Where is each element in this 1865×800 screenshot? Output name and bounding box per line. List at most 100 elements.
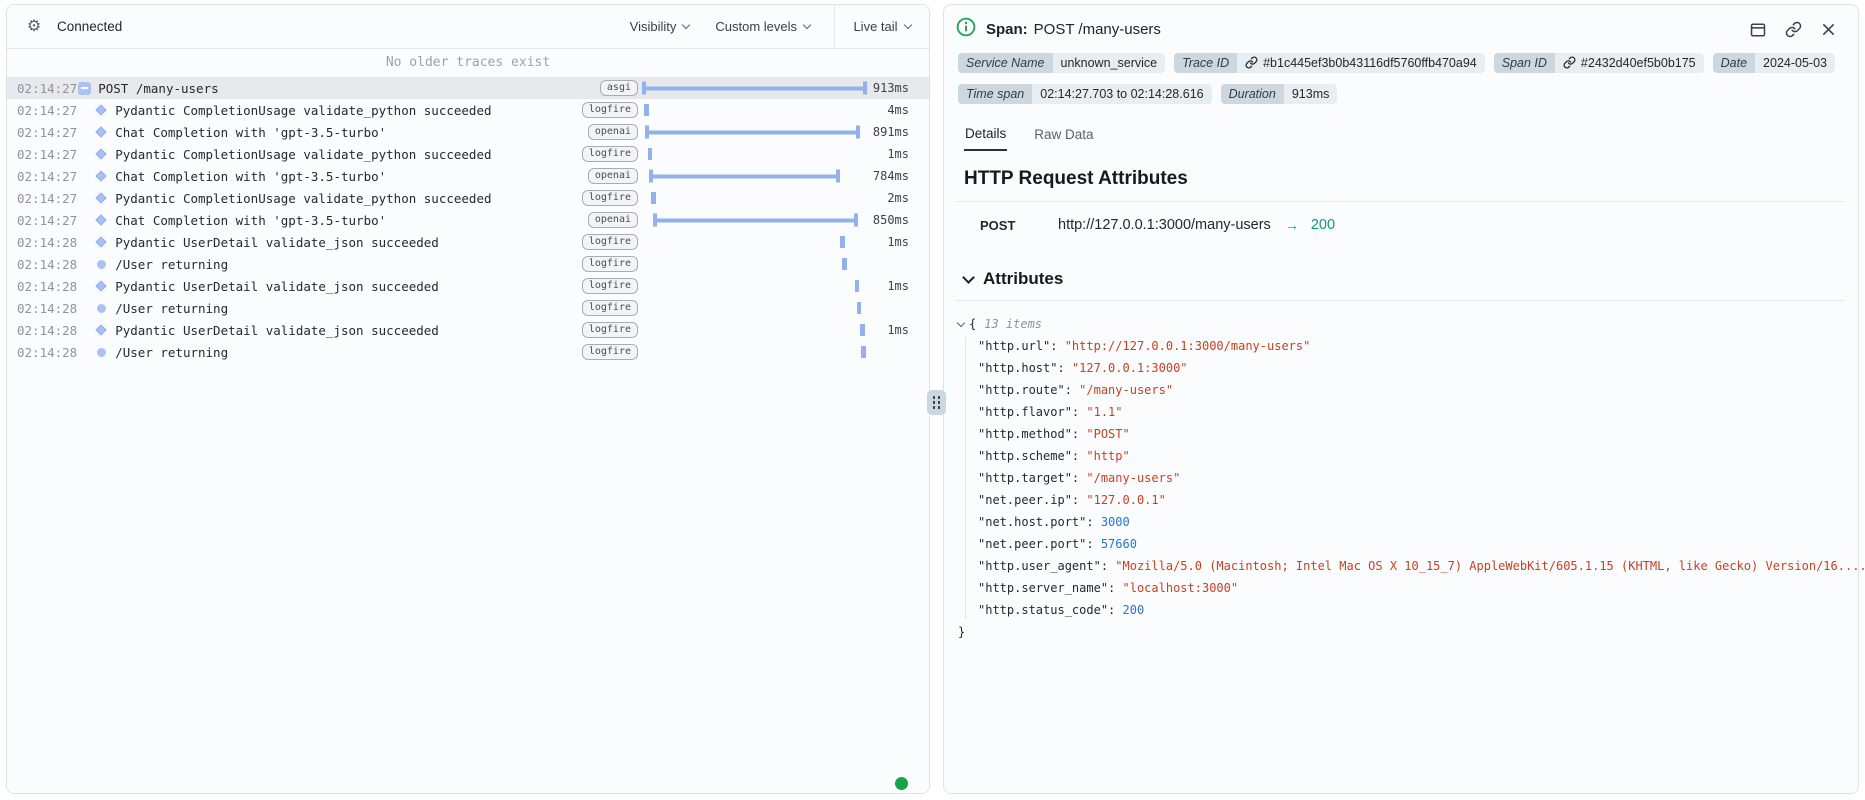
trace-timestamp: 02:14:28 bbox=[17, 300, 78, 316]
trace-timestamp: 02:14:28 bbox=[17, 256, 78, 272]
scope-tag: logfire bbox=[581, 234, 638, 250]
split-panel-icon[interactable] bbox=[1748, 20, 1768, 40]
trace-timestamp: 02:14:28 bbox=[17, 234, 78, 250]
meta-badge[interactable]: Span ID#2432d40ef5b0b175 bbox=[1493, 53, 1704, 73]
trace-timestamp: 02:14:27 bbox=[17, 124, 78, 140]
json-string-value: "POST" bbox=[1086, 427, 1130, 441]
section-divider bbox=[956, 201, 1844, 202]
diamond-icon bbox=[94, 213, 108, 227]
scope-tag: asgi bbox=[599, 80, 638, 96]
trace-timestamp: 02:14:28 bbox=[17, 322, 78, 338]
trace-duration-bar bbox=[642, 143, 867, 165]
json-number-value: 200 bbox=[1122, 603, 1145, 617]
json-entry: "http.host": "127.0.0.1:3000" bbox=[978, 361, 1188, 375]
json-string-value: "127.0.0.1:3000" bbox=[1071, 361, 1188, 375]
scope-tag: logfire bbox=[581, 278, 638, 294]
trace-label: Pydantic UserDetail validate_json succee… bbox=[115, 322, 439, 338]
chevron-down-icon bbox=[682, 20, 691, 30]
close-icon[interactable] bbox=[1818, 20, 1838, 40]
custom-levels-dropdown[interactable]: Custom levels bbox=[715, 19, 812, 34]
link-icon bbox=[1245, 56, 1258, 69]
trace-duration-text: 784ms bbox=[872, 169, 909, 183]
json-entry: "http.server_name": "localhost:3000" bbox=[978, 581, 1239, 595]
trace-timestamp: 02:14:27 bbox=[17, 80, 78, 96]
tab-details[interactable]: Details bbox=[964, 126, 1008, 151]
json-key: "http.method" bbox=[978, 427, 1072, 441]
diamond-icon bbox=[94, 235, 108, 249]
badge-value: 2024-05-03 bbox=[1755, 53, 1835, 73]
trace-duration-bar bbox=[642, 319, 867, 341]
trace-timestamp: 02:14:28 bbox=[17, 278, 78, 294]
trace-duration-bar bbox=[642, 187, 867, 209]
json-key: "net.host.port" bbox=[978, 515, 1087, 529]
json-root-toggle[interactable]: { 13 items bbox=[956, 313, 1844, 335]
span-title: Span:POST /many-users bbox=[986, 21, 1161, 38]
trace-duration-bar bbox=[642, 99, 867, 121]
scope-tag: logfire bbox=[581, 190, 638, 206]
json-key: "net.peer.port" bbox=[978, 537, 1087, 551]
json-entry: "http.method": "POST" bbox=[978, 427, 1130, 441]
trace-duration-bar bbox=[642, 231, 867, 253]
live-tail-dropdown[interactable]: Live tail bbox=[853, 19, 912, 34]
badge-label: Span ID bbox=[1493, 53, 1555, 73]
meta-badge[interactable]: Trace ID#b1c445ef3b0b43116df5760ffb470a9… bbox=[1174, 53, 1485, 73]
badge-label: Date bbox=[1712, 53, 1756, 73]
trace-row[interactable]: 02:14:28 Pydantic UserDetail validate_jso… bbox=[7, 275, 929, 297]
json-entry: "http.scheme": "http" bbox=[978, 449, 1130, 463]
trace-timestamp: 02:14:27 bbox=[17, 168, 78, 184]
json-number-value: 57660 bbox=[1100, 537, 1137, 551]
json-entry: "http.status_code": 200 bbox=[978, 603, 1145, 617]
chevron-down-icon bbox=[802, 20, 812, 30]
section-divider bbox=[956, 300, 1844, 301]
trace-row[interactable]: 02:14:28 Pydantic UserDetail validate_jso… bbox=[7, 319, 929, 341]
badge-label: Time span bbox=[958, 84, 1033, 104]
traces-toolbar: ⚙ Connected Visibility Custom levels Liv… bbox=[7, 5, 929, 49]
panel-resize-handle[interactable] bbox=[927, 390, 946, 415]
trace-label: Chat Completion with 'gpt-3.5-turbo' bbox=[115, 212, 387, 228]
tab-raw-data[interactable]: Raw Data bbox=[1033, 126, 1094, 151]
http-method: POST bbox=[980, 217, 1016, 233]
link-icon[interactable] bbox=[1783, 20, 1803, 40]
json-entry: "http.route": "/many-users" bbox=[978, 383, 1174, 397]
trace-duration-text: 913ms bbox=[872, 81, 909, 95]
trace-duration-text: 1ms bbox=[887, 279, 909, 293]
trace-duration-text: 1ms bbox=[887, 323, 909, 337]
trace-duration-text: 891ms bbox=[872, 125, 909, 139]
json-entry: "net.peer.ip": "127.0.0.1" bbox=[978, 493, 1166, 507]
json-entry: "http.user_agent": "Mozilla/5.0 (Macinto… bbox=[978, 555, 1865, 577]
collapse-minus-icon[interactable] bbox=[77, 81, 91, 95]
live-indicator-dot bbox=[895, 777, 908, 790]
json-key: "http.status_code" bbox=[978, 603, 1109, 617]
trace-label: /User returning bbox=[115, 300, 229, 316]
trace-label: Pydantic UserDetail validate_json succee… bbox=[115, 278, 439, 294]
badge-value: 02:14:27.703 to 02:14:28.616 bbox=[1032, 84, 1212, 104]
scope-tag: openai bbox=[587, 212, 638, 228]
badge-label: Trace ID bbox=[1174, 53, 1238, 73]
scope-tag: logfire bbox=[581, 102, 638, 118]
json-string-value: "http://127.0.0.1:3000/many-users" bbox=[1064, 339, 1311, 353]
badge-label: Service Name bbox=[958, 53, 1053, 73]
badge-value: #b1c445ef3b0b43116df5760ffb470a94 bbox=[1237, 53, 1485, 73]
json-key: "http.url" bbox=[978, 339, 1051, 353]
settings-gear-icon[interactable]: ⚙ bbox=[21, 14, 47, 40]
attributes-section-toggle[interactable]: Attributes bbox=[956, 269, 1844, 289]
json-key: "http.flavor" bbox=[978, 405, 1072, 419]
http-request-summary: POST http://127.0.0.1:3000/many-users → … bbox=[956, 217, 1844, 233]
visibility-dropdown[interactable]: Visibility bbox=[630, 19, 691, 34]
